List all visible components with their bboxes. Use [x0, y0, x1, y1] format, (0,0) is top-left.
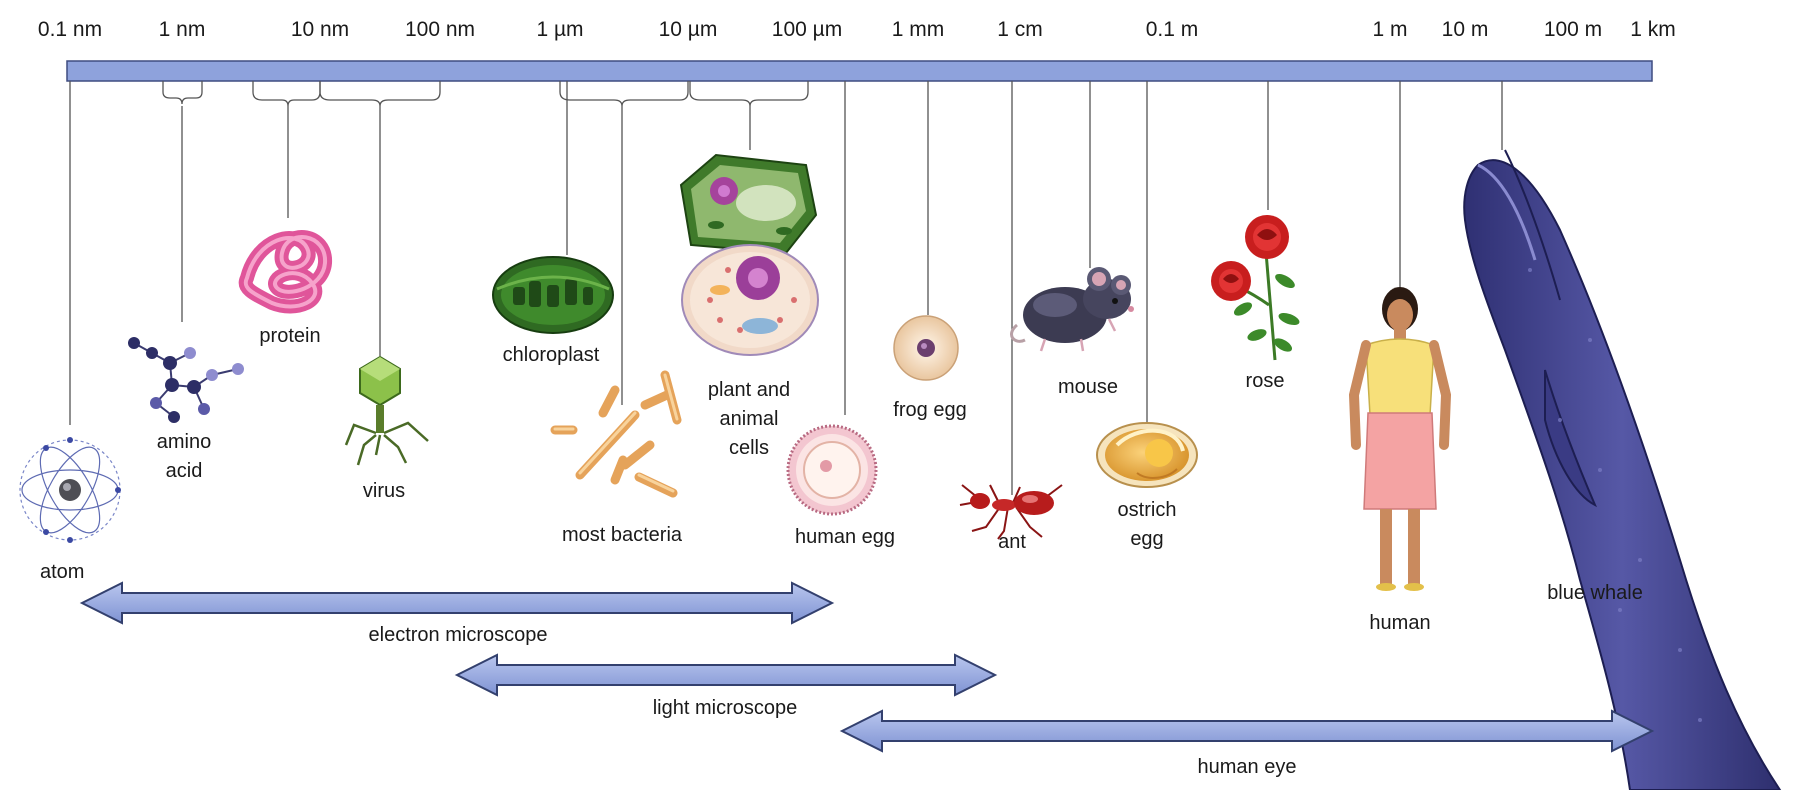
- tick-label-1km: 1 km: [1630, 18, 1676, 41]
- label-amino-acid-1: amino: [157, 431, 211, 453]
- tick-label-1nm: 1 nm: [159, 18, 206, 41]
- frog-egg-icon: [894, 316, 958, 380]
- label-cells-2: animal: [720, 408, 779, 430]
- scale-bar-track: [67, 61, 1652, 81]
- range-human-eye: human eye: [842, 711, 1652, 778]
- scale-bar: 0.1 nm 1 nm 10 nm 100 nm 1 µm 10 µm 100 …: [38, 18, 1676, 81]
- human-egg-icon: [788, 426, 876, 514]
- label-ostrich-egg-1: ostrich: [1118, 499, 1177, 521]
- range-light-microscope: light microscope: [457, 655, 995, 719]
- arrow-light-microscope: [457, 655, 995, 695]
- label-rose: rose: [1246, 370, 1285, 392]
- bracket-amino-acid: [163, 81, 202, 104]
- cell-icon: [681, 155, 818, 355]
- label-amino-acid-2: acid: [166, 460, 203, 482]
- bracket-protein: [253, 81, 320, 106]
- whale-icon: [1464, 150, 1780, 790]
- bracket-bacteria: [560, 81, 688, 106]
- mouse-icon: [1012, 267, 1134, 351]
- label-ostrich-egg-2: egg: [1130, 528, 1163, 550]
- tick-label-1um: 1 µm: [536, 18, 583, 41]
- tick-label-100um: 100 µm: [772, 18, 842, 41]
- label-human-egg: human egg: [795, 526, 895, 548]
- tick-labels: 0.1 nm 1 nm 10 nm 100 nm 1 µm 10 µm 100 …: [38, 18, 1676, 41]
- label-human-eye: human eye: [1198, 756, 1297, 778]
- label-frog-egg: frog egg: [893, 399, 966, 421]
- label-protein: protein: [259, 325, 320, 347]
- range-electron-microscope: electron microscope: [82, 583, 832, 646]
- rose-icon: [1211, 215, 1301, 360]
- label-light-microscope: light microscope: [653, 697, 798, 719]
- tick-label-1m: 1 m: [1372, 18, 1407, 41]
- label-atom: atom: [40, 561, 84, 583]
- label-most-bacteria: most bacteria: [562, 524, 683, 546]
- label-blue-whale: blue whale: [1547, 582, 1643, 604]
- atom-icon: [20, 437, 121, 543]
- tick-label-1mm: 1 mm: [892, 18, 945, 41]
- arrow-human-eye: [842, 711, 1652, 751]
- label-electron-microscope: electron microscope: [369, 624, 548, 646]
- label-virus: virus: [363, 480, 405, 502]
- label-human: human: [1369, 612, 1430, 634]
- ostrich-egg-icon: [1097, 423, 1197, 487]
- tick-label-10um: 10 µm: [659, 18, 718, 41]
- label-mouse: mouse: [1058, 376, 1118, 398]
- protein-icon: [246, 237, 325, 306]
- tick-label-0-1m: 0.1 m: [1146, 18, 1199, 41]
- label-ant: ant: [998, 531, 1026, 553]
- chloroplast-icon: [493, 257, 613, 333]
- arrow-electron-microscope: [82, 583, 832, 623]
- label-chloroplast: chloroplast: [503, 344, 600, 366]
- label-cells-1: plant and: [708, 379, 790, 401]
- molecule-icon: [128, 337, 244, 423]
- bracket-virus: [320, 81, 440, 106]
- virus-icon: [346, 357, 428, 465]
- tick-label-0-1nm: 0.1 nm: [38, 18, 102, 41]
- bacteria-icon: [555, 375, 677, 493]
- bracket-cells: [690, 81, 808, 106]
- tick-label-10nm: 10 nm: [291, 18, 349, 41]
- tick-label-10m: 10 m: [1442, 18, 1489, 41]
- human-icon: [1354, 287, 1446, 591]
- label-cells-3: cells: [729, 437, 769, 459]
- tick-label-100nm: 100 nm: [405, 18, 475, 41]
- tick-label-1cm: 1 cm: [997, 18, 1043, 41]
- tick-label-100m: 100 m: [1544, 18, 1602, 41]
